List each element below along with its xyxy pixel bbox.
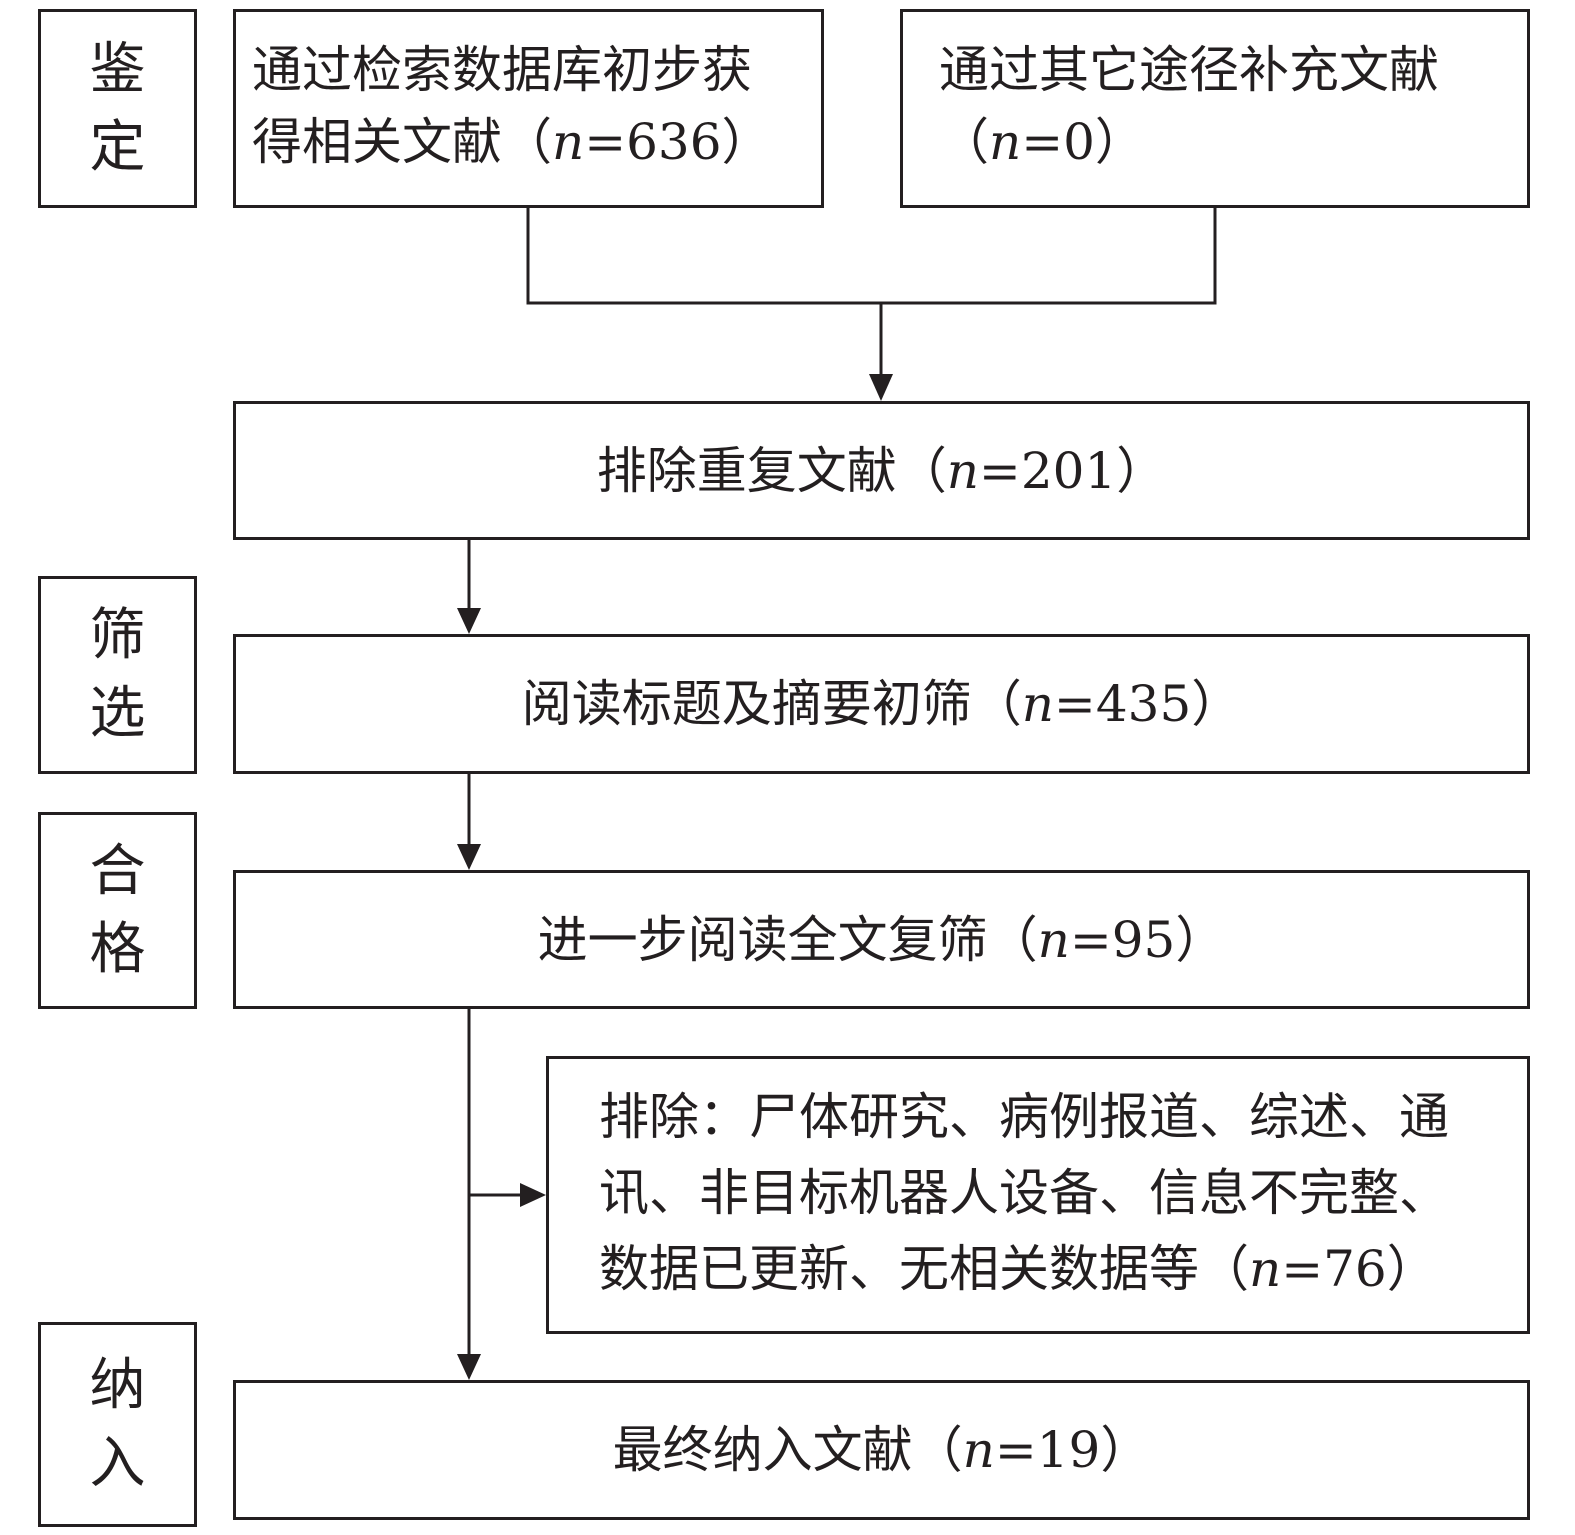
arrow-head-final	[457, 1354, 481, 1380]
stage-screening-char-2: 选	[89, 681, 146, 746]
dedup-box: 排除重复文献（n=201）	[233, 401, 1530, 540]
stage-identification-char-2: 定	[89, 114, 146, 180]
stage-included: 纳 入	[38, 1322, 197, 1527]
title-abstract-screen-label: 阅读标题及摘要初筛（n=435）	[521, 675, 1242, 733]
arrow-head-fulltext	[457, 844, 481, 870]
excluded-line3: 数据已更新、无相关数据等（n=76）	[599, 1240, 1437, 1298]
database-records-line1: 通过检索数据库初步获	[252, 41, 752, 99]
arrow-head-dedup	[869, 374, 893, 401]
stage-eligibility-char-2: 格	[89, 916, 146, 982]
merge-connector	[526, 208, 1217, 305]
stage-included-char-2: 入	[89, 1430, 146, 1496]
excluded-line1: 排除：尸体研究、病例报道、综述、通	[599, 1088, 1449, 1146]
fulltext-screen-box: 进一步阅读全文复筛（n=95）	[233, 870, 1530, 1009]
excluded-line2: 讯、非目标机器人设备、信息不完整、	[599, 1164, 1449, 1222]
other-sources-line2: （n=0）	[939, 113, 1145, 171]
title-abstract-screen-box: 阅读标题及摘要初筛（n=435）	[233, 634, 1530, 774]
dedup-label: 排除重复文献（n=201）	[596, 441, 1167, 500]
arrow-head-excluded	[520, 1183, 546, 1207]
stage-identification: 鉴 定	[38, 9, 197, 208]
database-records-box: 通过检索数据库初步获 得相关文献（n=636）	[233, 9, 824, 208]
stage-eligibility-char-1: 合	[89, 838, 146, 904]
other-sources-box: 通过其它途径补充文献 （n=0）	[900, 9, 1530, 208]
database-records-line2: 得相关文献（n=636）	[252, 113, 772, 171]
arrow-head-title-screen	[457, 608, 481, 634]
final-included-label: 最终纳入文献（n=19）	[612, 1421, 1151, 1479]
final-included-box: 最终纳入文献（n=19）	[233, 1380, 1530, 1520]
excluded-box: 排除：尸体研究、病例报道、综述、通 讯、非目标机器人设备、信息不完整、 数据已更…	[546, 1056, 1530, 1334]
other-sources-line1: 通过其它途径补充文献	[939, 41, 1439, 99]
stage-screening: 筛 选	[38, 576, 197, 774]
fulltext-screen-label: 进一步阅读全文复筛（n=95）	[537, 910, 1226, 969]
stage-screening-char-1: 筛	[89, 603, 146, 668]
stage-included-char-1: 纳	[89, 1352, 146, 1418]
stage-eligibility: 合 格	[38, 812, 197, 1009]
stage-identification-char-1: 鉴	[89, 36, 146, 102]
